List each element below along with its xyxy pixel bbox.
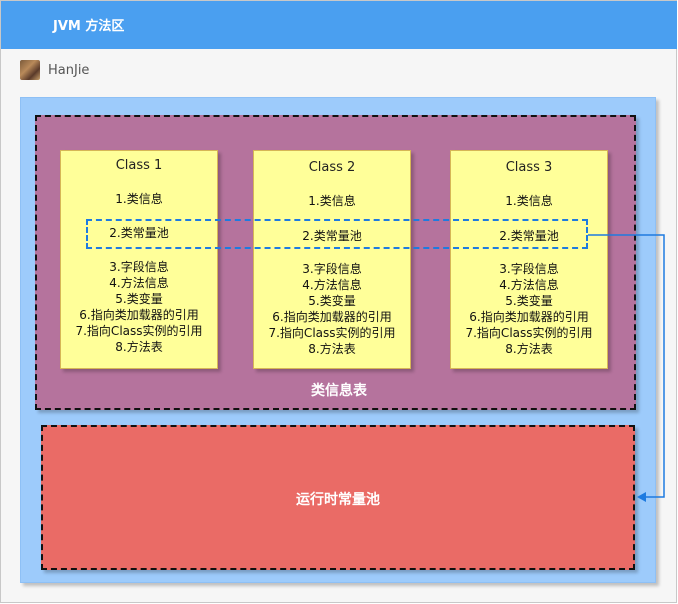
class-box-1: Class 1 1.类信息 2.类常量池 3.字段信息 4.方法信息 5.类变量… bbox=[60, 150, 218, 369]
class-item: 7.指向Class实例的引用 bbox=[268, 326, 396, 340]
class-item: 1.类信息 bbox=[505, 194, 553, 208]
class-item: 2.类常量池 bbox=[499, 229, 559, 243]
class-item: 8.方法表 bbox=[505, 342, 553, 356]
runtime-constant-pool: 运行时常量池 bbox=[41, 425, 635, 570]
class-title: Class 2 bbox=[308, 160, 356, 175]
author-name: HanJie bbox=[48, 62, 90, 78]
class-item: 7.指向Class实例的引用 bbox=[75, 324, 203, 338]
class-item: 3.字段信息 bbox=[302, 262, 362, 276]
class-item: 5.类变量 bbox=[115, 292, 163, 306]
class-item: 7.指向Class实例的引用 bbox=[465, 326, 593, 340]
class-item: 2.类常量池 bbox=[109, 226, 169, 240]
avatar bbox=[20, 60, 40, 80]
connector-line bbox=[588, 234, 665, 498]
class-item: 1.类信息 bbox=[308, 194, 356, 208]
author-row: HanJie bbox=[20, 60, 89, 80]
class-item: 8.方法表 bbox=[115, 340, 163, 354]
class-item: 5.类变量 bbox=[505, 294, 553, 308]
class-item: 6.指向类加载器的引用 bbox=[469, 310, 589, 324]
class-box-3: Class 3 1.类信息 2.类常量池 3.字段信息 4.方法信息 5.类变量… bbox=[450, 150, 608, 369]
class-title: Class 1 bbox=[115, 158, 163, 173]
class-item: 4.方法信息 bbox=[302, 278, 362, 292]
class-box-2: Class 2 1.类信息 2.类常量池 3.字段信息 4.方法信息 5.类变量… bbox=[253, 150, 411, 369]
class-item: 3.字段信息 bbox=[499, 262, 559, 276]
class-item: 5.类变量 bbox=[308, 294, 356, 308]
class-info-table-label: 类信息表 bbox=[311, 383, 367, 399]
class-title: Class 3 bbox=[505, 160, 553, 175]
class-item: 3.字段信息 bbox=[109, 260, 169, 274]
class-item: 4.方法信息 bbox=[109, 276, 169, 290]
class-item: 1.类信息 bbox=[115, 192, 163, 206]
class-item: 6.指向类加载器的引用 bbox=[79, 308, 199, 322]
class-constant-pool-highlight bbox=[86, 219, 588, 249]
class-item: 4.方法信息 bbox=[499, 278, 559, 292]
runtime-constant-pool-label: 运行时常量池 bbox=[296, 492, 380, 508]
class-item: 6.指向类加载器的引用 bbox=[272, 310, 392, 324]
arrowhead-icon bbox=[637, 492, 646, 502]
class-item: 2.类常量池 bbox=[302, 229, 362, 243]
page-title: JVM 方法区 bbox=[53, 19, 125, 34]
header-bar: JVM 方法区 bbox=[1, 1, 677, 49]
class-item: 8.方法表 bbox=[308, 342, 356, 356]
